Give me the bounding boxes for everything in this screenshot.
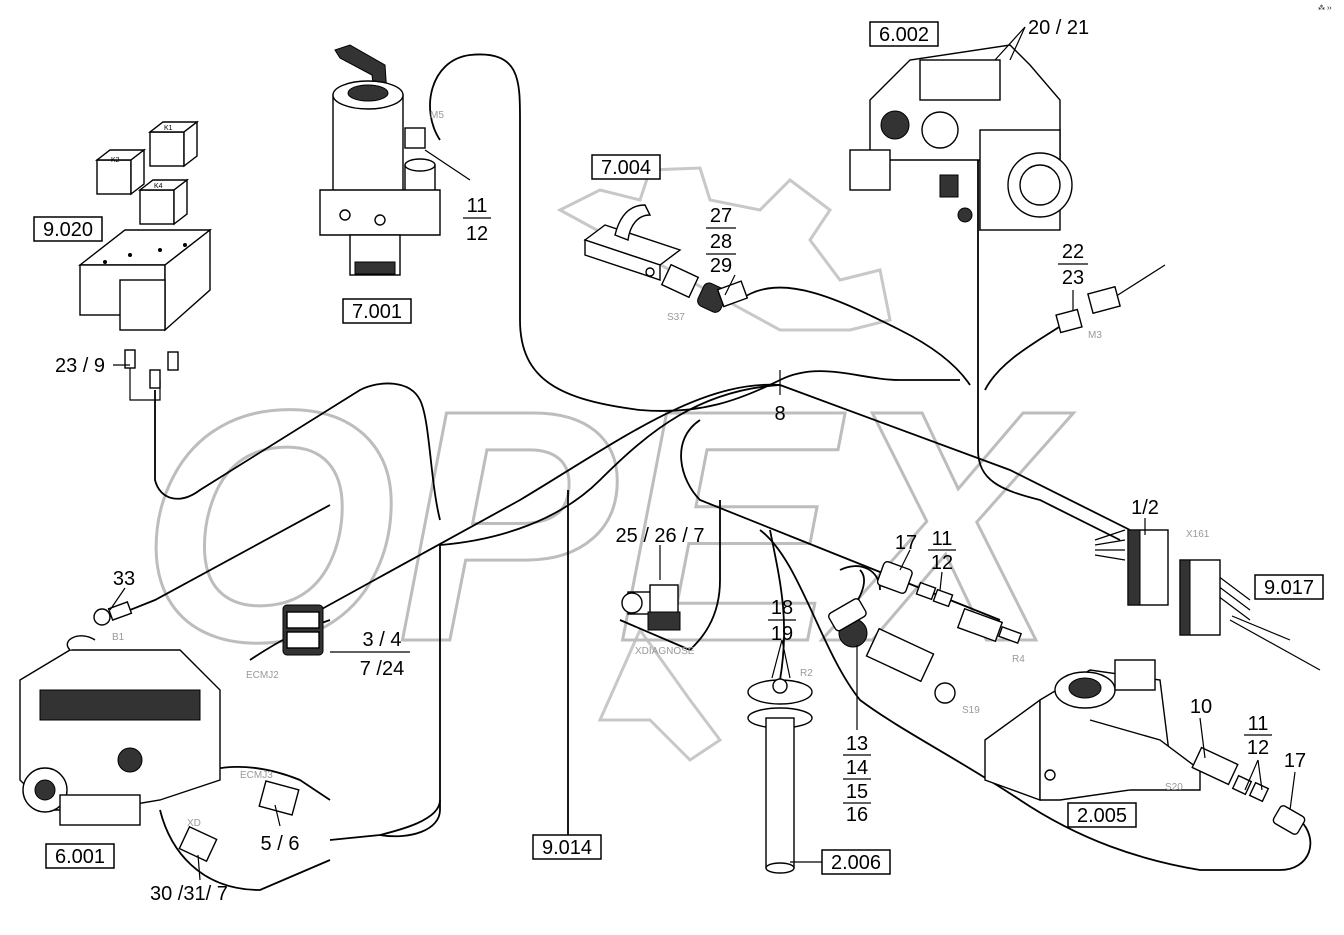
fuse-box xyxy=(77,228,213,332)
ref-label: 2.006 xyxy=(831,852,881,874)
hydraulic-pump-assembly xyxy=(319,44,441,276)
callout-23: 23 xyxy=(1062,267,1084,289)
callout-28: 28 xyxy=(710,231,732,253)
ref-label: 7.004 xyxy=(601,157,651,179)
tag-xdiagnose: XDIAGNOSE xyxy=(635,646,695,657)
callout-12c: 12 xyxy=(1247,737,1269,759)
relay-k2 xyxy=(94,148,147,196)
callout-14: 14 xyxy=(846,757,868,779)
callout-22: 22 xyxy=(1062,241,1084,263)
callout-16: 16 xyxy=(846,804,868,826)
callout-17b: 17 xyxy=(1284,750,1306,772)
ref-label: 9.020 xyxy=(43,219,93,241)
tag-r4: R4 xyxy=(1012,654,1025,665)
main-pump-assembly xyxy=(849,44,1073,231)
callout-15: 15 xyxy=(846,781,868,803)
callout-11c: 11 xyxy=(1248,713,1269,735)
tag-m3: M3 xyxy=(1088,330,1102,341)
ref-box-9-020[interactable]: 9.020 xyxy=(33,216,103,242)
callout-33: 33 xyxy=(113,568,135,590)
tag-s19: S19 xyxy=(962,705,980,716)
callout-5-6: 5 / 6 xyxy=(261,833,300,855)
callout-19: 19 xyxy=(771,623,793,645)
tag-ecmj3: ECMJ3 xyxy=(240,770,273,781)
ref-label: 9.014 xyxy=(542,837,592,859)
callout-1-2: 1/2 xyxy=(1131,497,1159,519)
tag-r2: R2 xyxy=(800,668,813,679)
harness-wires xyxy=(124,53,1321,891)
tag-x161: X161 xyxy=(1186,529,1210,540)
relay-k4 xyxy=(137,178,190,226)
connector-xd xyxy=(178,825,218,863)
callout-7-24: 7 /24 xyxy=(360,658,404,680)
callout-12b: 12 xyxy=(931,552,953,574)
connector-ecmj2 xyxy=(282,604,324,656)
engine-assembly xyxy=(19,635,221,826)
filter-head-bracket xyxy=(984,659,1201,801)
ref-box-9-017[interactable]: 9.017 xyxy=(1254,574,1324,600)
ref-label: 6.001 xyxy=(55,846,105,868)
ref-box-7-001[interactable]: 7.001 xyxy=(342,298,412,324)
callout-8: 8 xyxy=(774,403,785,425)
ref-label: 9.017 xyxy=(1264,577,1314,599)
callout-25-26-7: 25 / 26 / 7 xyxy=(616,525,705,547)
tag-m5: M5 xyxy=(430,110,444,121)
callout-30-31-7: 30 /31/ 7 xyxy=(150,883,228,905)
ref-box-6-001[interactable]: 6.001 xyxy=(45,843,115,869)
callout-11b: 11 xyxy=(932,528,953,550)
sensor-bracket xyxy=(583,204,682,281)
tag-k1: K1 xyxy=(164,125,173,132)
watermark-gear xyxy=(556,166,892,762)
ref-box-9-014[interactable]: 9.014 xyxy=(532,834,602,860)
ref-box-2-006[interactable]: 2.006 xyxy=(821,849,891,875)
connector-m3 xyxy=(1055,285,1121,334)
tag-s20: S20 xyxy=(1165,782,1183,793)
connector-x161 xyxy=(1127,529,1221,636)
diagnostic-connector xyxy=(621,584,681,631)
ref-box-6-002[interactable]: 6.002 xyxy=(869,21,939,47)
ring-terminal xyxy=(93,601,133,626)
ref-box-2-005[interactable]: 2.005 xyxy=(1067,802,1137,828)
callout-27: 27 xyxy=(710,205,732,227)
terminals xyxy=(124,349,179,389)
connector-13-16 xyxy=(828,598,867,632)
connector-17-top xyxy=(876,561,954,608)
callout-10: 10 xyxy=(1190,696,1212,718)
callout-18: 18 xyxy=(771,597,793,619)
callout-3-4: 3 / 4 xyxy=(363,629,402,651)
tag-k2: K2 xyxy=(111,157,120,164)
callout-23-9: 23 / 9 xyxy=(55,355,105,377)
connector-ecmj3 xyxy=(258,780,300,816)
tag-xd: XD xyxy=(187,818,201,829)
callout-20-21: 20 / 21 xyxy=(1028,17,1089,39)
relay-k1 xyxy=(147,120,200,168)
tag-k4: K4 xyxy=(154,183,163,190)
fuel-level-sensor xyxy=(747,678,813,874)
temperature-sensor-r4 xyxy=(956,607,1023,645)
pressure-sensor-s37 xyxy=(660,263,749,313)
callout-17: 17 xyxy=(895,532,917,554)
ref-label: 2.005 xyxy=(1077,805,1127,827)
callout-13: 13 xyxy=(846,733,868,755)
callout-29: 29 xyxy=(710,255,732,277)
ref-label: 6.002 xyxy=(879,24,929,46)
callout-12: 12 xyxy=(466,223,488,245)
callout-leaders xyxy=(109,26,1296,881)
switch-s20 xyxy=(1191,746,1306,835)
ref-label: 7.001 xyxy=(352,301,402,323)
tag-ecmj2: ECMJ2 xyxy=(246,670,279,681)
tag-s37: S37 xyxy=(667,312,685,323)
ref-box-7-004[interactable]: 7.004 xyxy=(591,154,661,180)
callout-11: 11 xyxy=(467,195,488,217)
corner-mark: ⁂ ›› xyxy=(1318,4,1332,12)
tag-b1: B1 xyxy=(112,632,125,643)
